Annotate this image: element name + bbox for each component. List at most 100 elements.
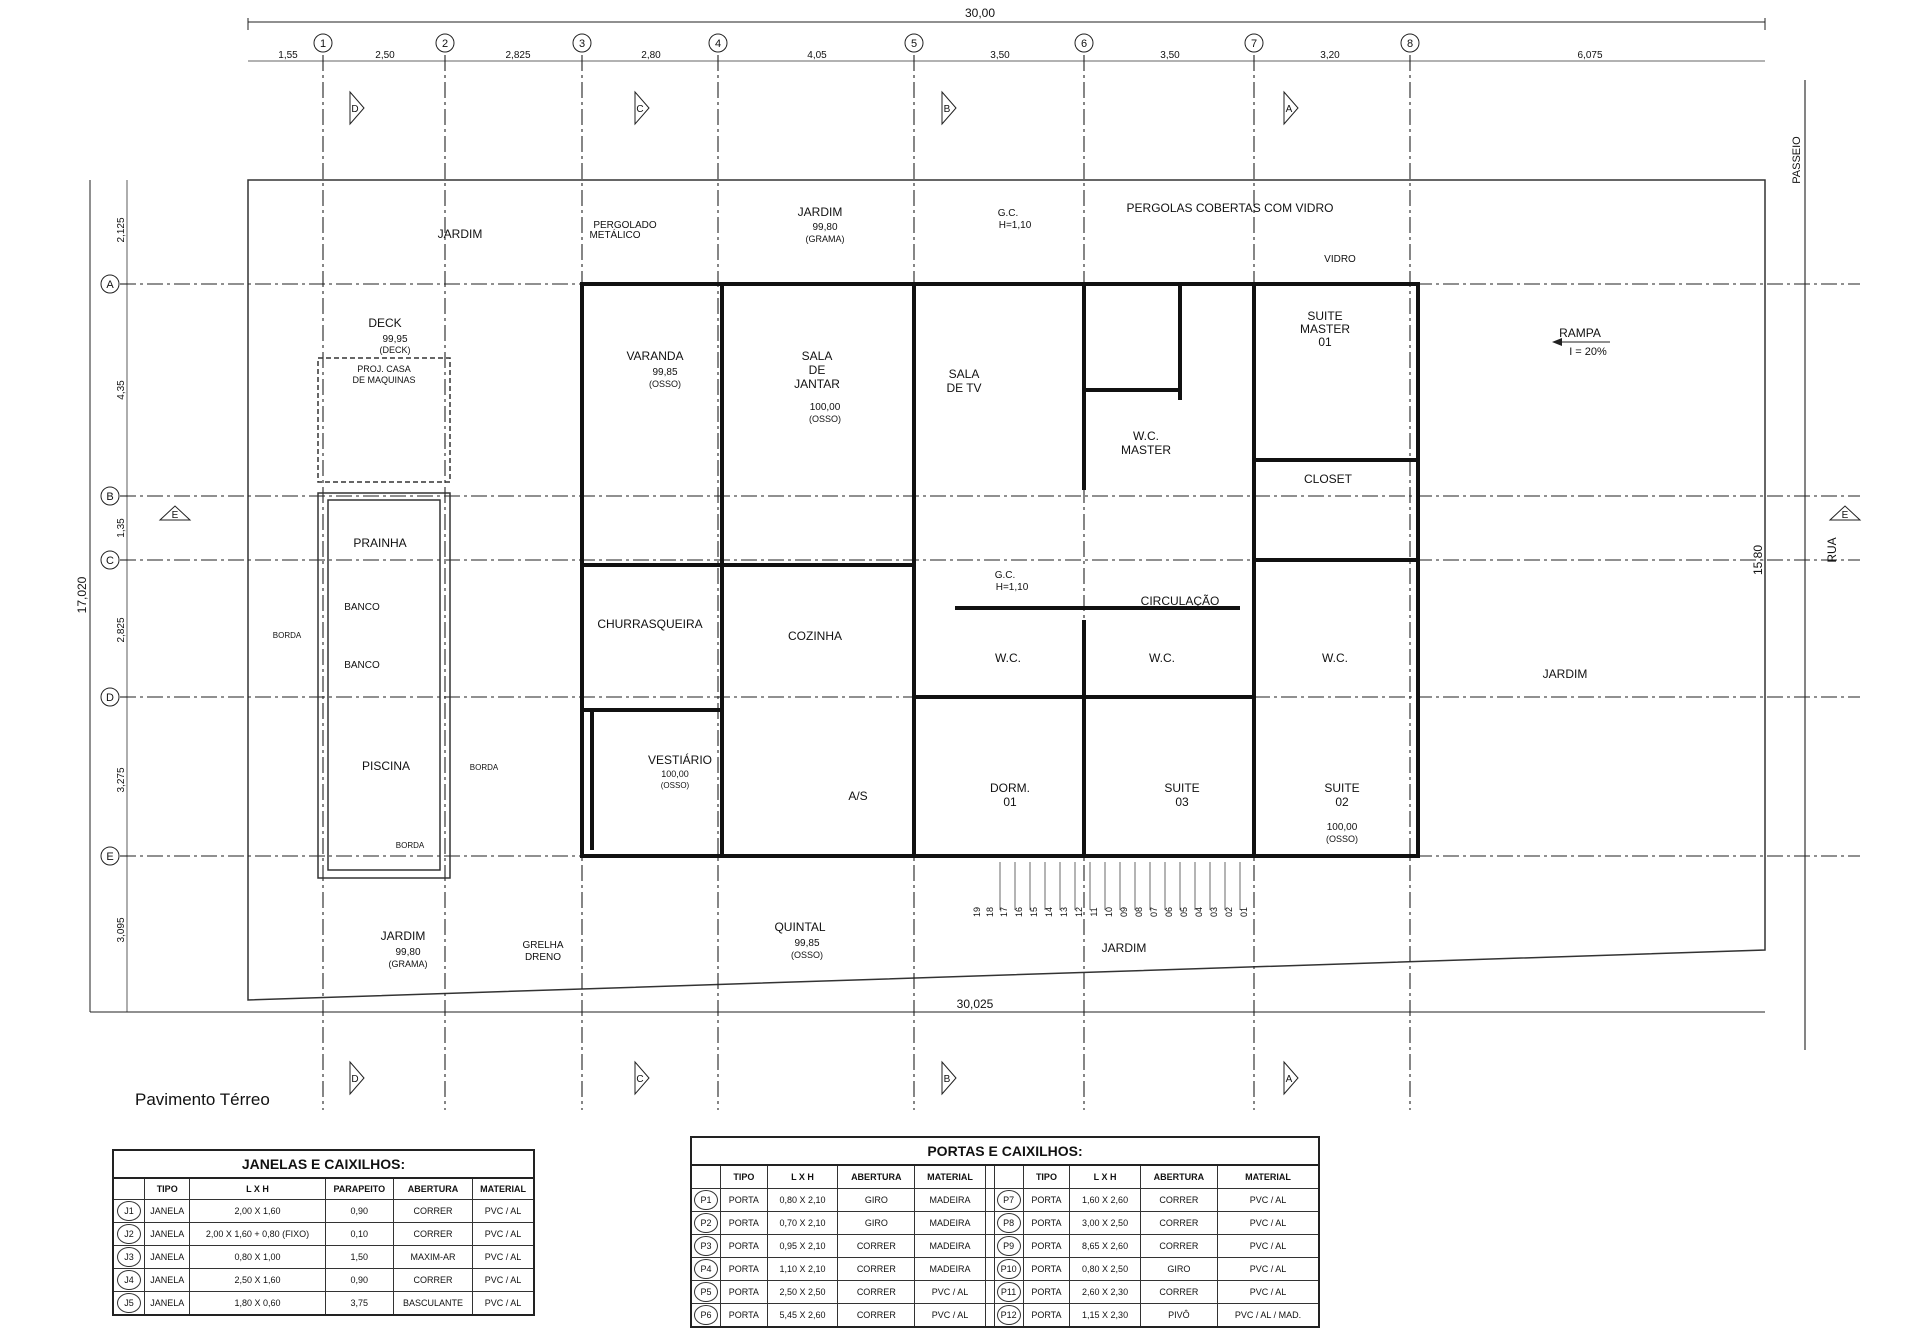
cell-parapeito: 0,90 (324, 1199, 394, 1223)
step-01: 01 (1239, 907, 1249, 917)
door-id: P5 (694, 1282, 718, 1302)
gc-1-label: G.C. (998, 208, 1019, 219)
top-dim-8: 3,20 (1320, 50, 1340, 61)
window-schedule: JANELAS E CAIXILHOS: TIPO L X H PARAPEIT… (112, 1149, 535, 1316)
door-id: P4 (694, 1259, 718, 1279)
cell-tipo: PORTA (720, 1303, 768, 1328)
win-header-abertura: ABERTURA (392, 1177, 474, 1200)
section-c-top: C (636, 104, 643, 115)
cell-lxh: 1,15 X 2,30 (1069, 1303, 1141, 1328)
cell-tipo: JANELA (143, 1199, 191, 1223)
cell-tipo: PORTA (720, 1188, 768, 1212)
section-b-bottom: B (944, 1074, 951, 1085)
cell-lxh: 2,60 X 2,30 (1069, 1280, 1141, 1304)
top-total-dim: 30,00 (965, 6, 995, 20)
cell-material: MADEIRA (914, 1211, 986, 1235)
cell-abertura: CORRER (1139, 1211, 1218, 1235)
dorm-label-1: DORM. (990, 781, 1030, 795)
machine-room-label-2: DE MAQUINAS (352, 375, 415, 385)
window-id: J2 (117, 1224, 141, 1244)
axis-2-label: 2 (442, 38, 448, 50)
cell-material: PVC / AL / MAD. (1216, 1303, 1320, 1328)
jardim-nw-label: JARDIM (438, 227, 483, 241)
axis-bubbles-numbered: 1 2 3 4 5 6 7 8 (313, 33, 1420, 53)
cell-tipo: JANELA (143, 1291, 191, 1316)
room-labels: JARDIM DECK 99,95 (DECK) PROJ. CASA DE M… (273, 136, 1839, 969)
banco-2-label: BANCO (344, 660, 380, 671)
jardim-n-label: JARDIM (798, 205, 843, 219)
door-id: P12 (996, 1305, 1021, 1325)
door-header-material-2: MATERIAL (1216, 1164, 1320, 1189)
cell-material: PVC / AL (472, 1222, 535, 1246)
quintal-label: QUINTAL (774, 920, 825, 934)
right-total-dim: 15,80 (1751, 545, 1765, 575)
section-e-right: E (1842, 510, 1849, 521)
passeio-label: PASSEIO (1791, 136, 1803, 184)
wc-master-label-1: W.C. (1133, 429, 1159, 443)
cell-material: PVC / AL (914, 1280, 986, 1304)
cell-lxh: 2,50 X 2,50 (766, 1280, 839, 1304)
grelha-label-2: DRENO (525, 952, 561, 963)
cell-material: PVC / AL (472, 1291, 535, 1316)
step-09: 09 (1119, 907, 1129, 917)
cell-parapeito: 0,10 (324, 1222, 394, 1246)
axis-4-label: 4 (715, 38, 721, 50)
section-d-top: D (351, 104, 358, 115)
cell-lxh: 0,80 X 2,10 (766, 1188, 839, 1212)
section-e-left: E (172, 510, 179, 521)
piscina-label: PISCINA (362, 759, 410, 773)
gc-2-height: H=1,10 (996, 582, 1029, 593)
door-header-abertura-2: ABERTURA (1139, 1164, 1218, 1189)
suite03-label-2: 03 (1175, 795, 1189, 809)
circulacao-label: CIRCULAÇÃO (1141, 594, 1220, 608)
window-id: J4 (117, 1270, 141, 1290)
axis-a-label: A (106, 279, 114, 291)
sala-jantar-label-2: DE (809, 363, 826, 377)
cell-tipo: JANELA (143, 1245, 191, 1269)
cell-lxh: 3,00 X 2,50 (1069, 1211, 1141, 1235)
sala-tv-label-2: DE TV (946, 381, 981, 395)
axis-c-label: C (106, 555, 114, 567)
win-header-parapeito: PARAPEITO (324, 1177, 394, 1200)
varanda-level: 99,85 (652, 367, 677, 378)
cell-abertura: CORRER (837, 1280, 916, 1304)
step-03: 03 (1209, 907, 1219, 917)
cell-abertura: CORRER (837, 1303, 916, 1328)
door-id: P11 (996, 1282, 1021, 1302)
cell-material: PVC / AL (472, 1245, 535, 1269)
cell-parapeito: 1,50 (324, 1245, 394, 1269)
cell-abertura: CORRER (1139, 1188, 1218, 1212)
jardim-sw-level: 99,80 (395, 947, 420, 958)
left-dim-1: 2,125 (116, 217, 127, 242)
door-header-tipo: TIPO (720, 1164, 768, 1189)
win-header-material: MATERIAL (472, 1177, 535, 1200)
section-a-top: A (1286, 104, 1293, 115)
jardim-sw-finish: (GRAMA) (389, 959, 428, 969)
cell-tipo: PORTA (1022, 1303, 1071, 1328)
sala-tv-label-1: SALA (949, 367, 980, 381)
sala-jantar-label-3: JANTAR (794, 377, 840, 391)
suite02-label-2: 02 (1335, 795, 1349, 809)
cell-parapeito: 0,90 (324, 1268, 394, 1292)
window-id: J1 (117, 1201, 141, 1221)
cell-tipo: JANELA (143, 1268, 191, 1292)
top-overall-dimension (247, 18, 1766, 30)
pergolas-label: PERGOLAS COBERTAS COM VIDRO (1127, 201, 1334, 215)
door-schedule: PORTAS E CAIXILHOS: TIPO L X H ABERTURA … (690, 1136, 1320, 1328)
top-dim-4: 2,80 (641, 50, 661, 61)
drawing-title: Pavimento Térreo (135, 1090, 270, 1109)
left-dim-3: 1,35 (116, 518, 127, 538)
cell-material: PVC / AL (1216, 1211, 1320, 1235)
borda-3-label: BORDA (396, 841, 425, 850)
quintal-finish: (OSSO) (791, 950, 823, 960)
cell-tipo: PORTA (1022, 1188, 1071, 1212)
gc-2-label: G.C. (995, 570, 1016, 581)
door-schedule-title: PORTAS E CAIXILHOS: (690, 1136, 1320, 1166)
vestiario-label: VESTIÁRIO (648, 752, 712, 767)
gc-1-height: H=1,10 (999, 220, 1032, 231)
cell-tipo: PORTA (720, 1280, 768, 1304)
wc-3-label: W.C. (1322, 651, 1348, 665)
